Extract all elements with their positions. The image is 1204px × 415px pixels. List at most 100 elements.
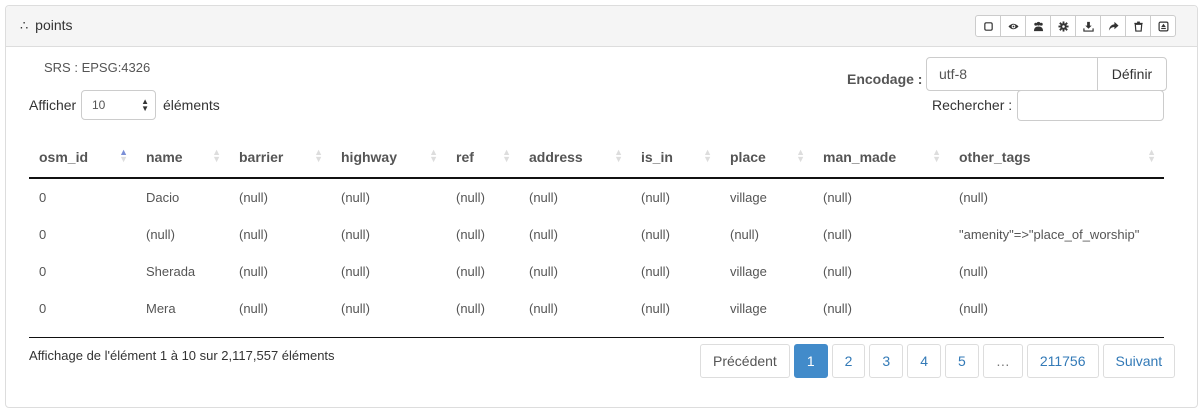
sort-arrows-icon: ▲▼ xyxy=(932,147,941,164)
panel-toolbar xyxy=(975,15,1176,37)
sort-arrows-icon: ▲▼ xyxy=(502,147,511,164)
column-header-is-in[interactable]: is_in ▲▼ xyxy=(631,136,720,179)
column-header-name[interactable]: name▲▼ xyxy=(136,136,229,179)
column-header-label: is_in xyxy=(641,148,673,165)
column-header-highway[interactable]: highway ▲▼ xyxy=(331,136,446,179)
table-cell-ref: (null) xyxy=(446,327,519,337)
table-cell-name: Sherada xyxy=(146,264,196,279)
users-button[interactable] xyxy=(1025,15,1051,37)
data-table-scroll[interactable]: osm_id▲▼name▲▼barrier▲▼highway▲▼ref▲▼add… xyxy=(29,136,1164,337)
panel-header: ∴ points xyxy=(6,6,1197,47)
encoding-input[interactable]: utf-8 xyxy=(926,57,1102,91)
previous-page-button[interactable]: Précédent xyxy=(700,344,790,378)
page-button-1[interactable]: 1 xyxy=(793,344,828,378)
share-icon xyxy=(1108,21,1119,31)
table-cell-ref: (null) xyxy=(456,301,485,316)
column-header-label: address xyxy=(529,148,583,165)
set-encoding-button[interactable]: Définir xyxy=(1097,57,1167,91)
table-cell-barrier: (null) xyxy=(239,190,268,205)
table-cell-name: (null) xyxy=(146,227,175,242)
table-cell-address: (null) xyxy=(519,327,631,337)
page-button-5[interactable]: 5 xyxy=(945,344,979,378)
table-cell-barrier: (null) xyxy=(239,264,268,279)
column-header-place[interactable]: place▲▼ xyxy=(720,136,813,179)
toggle-square-button[interactable] xyxy=(975,15,1001,37)
table-header-row: osm_id▲▼name▲▼barrier▲▼highway▲▼ref▲▼add… xyxy=(29,136,1164,179)
sort-arrows-icon: ▲▼ xyxy=(614,147,623,164)
delete-button[interactable] xyxy=(1125,15,1151,37)
table-cell-address: (null) xyxy=(529,301,558,316)
points-panel: ∴ points xyxy=(5,5,1198,408)
download-button[interactable] xyxy=(1075,15,1101,37)
table-cell-osm-id: 0 xyxy=(29,327,136,337)
table-cell-ref: (null) xyxy=(456,264,485,279)
table-cell-address: (null) xyxy=(529,264,558,279)
column-header-label: name xyxy=(146,148,183,165)
column-header-man-made[interactable]: man_made ▲▼ xyxy=(813,136,949,179)
visibility-button[interactable] xyxy=(1000,15,1026,37)
export-button[interactable] xyxy=(1150,15,1176,37)
scatter-dots-icon: ∴ xyxy=(20,18,28,33)
table-cell-other-tags: (null) xyxy=(959,190,988,205)
table-cell-osm-id: 0 xyxy=(39,227,47,242)
table-cell-place: village xyxy=(730,190,767,205)
table-cell-is-in: (null) xyxy=(641,301,670,316)
table-cell-ref: (null) xyxy=(456,227,485,242)
page-button-3[interactable]: 3 xyxy=(869,344,904,378)
column-header-osm-id[interactable]: osm_id ▲▼ xyxy=(29,136,136,179)
table-cell-osm-id: 0 xyxy=(39,190,47,205)
column-header-label: highway xyxy=(341,148,398,165)
column-header-label: place xyxy=(730,148,766,165)
table-cell-highway: (null) xyxy=(341,264,370,279)
square-icon xyxy=(983,21,993,31)
page-button-last[interactable]: 211756 xyxy=(1026,344,1099,378)
table-cell-osm-id: 0 xyxy=(39,264,47,279)
column-header-barrier[interactable]: barrier▲▼ xyxy=(229,136,331,179)
table-bottom-border xyxy=(29,337,1164,338)
table-cell-name: (null) xyxy=(136,327,229,337)
share-button[interactable] xyxy=(1100,15,1126,37)
table-cell-ref: (null) xyxy=(456,190,485,205)
gear-icon xyxy=(1057,20,1069,32)
table-cell-barrier: (null) xyxy=(239,301,268,316)
srs-label: SRS : EPSG:4326 xyxy=(44,60,151,75)
page-button-4[interactable]: 4 xyxy=(907,344,942,378)
encoding-label: Encodage : xyxy=(847,71,923,87)
table-row[interactable]: 0(null)(null)(null)(null)(null)(null)(nu… xyxy=(29,216,1164,253)
eye-icon xyxy=(1007,23,1019,29)
table-cell-other-tags: "amenity"=>"place_of_worship" xyxy=(949,327,1164,337)
column-header-label: barrier xyxy=(239,148,284,165)
table-cell-is-in: (null) xyxy=(631,327,720,337)
table-cell-is-in: (null) xyxy=(641,264,670,279)
table-cell-is-in: (null) xyxy=(641,190,670,205)
download-icon xyxy=(1082,21,1094,32)
page-length-value: 10 xyxy=(92,98,106,112)
table-cell-man-made: (null) xyxy=(823,301,852,316)
column-header-label: man_made xyxy=(823,148,897,165)
select-arrows-icon: ▲▼ xyxy=(141,97,149,113)
column-header-ref[interactable]: ref▲▼ xyxy=(446,136,519,179)
table-cell-osm-id: 0 xyxy=(39,301,47,316)
column-header-address[interactable]: address ▲▼ xyxy=(519,136,631,179)
column-header-label: osm_id xyxy=(39,148,89,165)
table-cell-other-tags: "amenity"=>"place_of_worship" xyxy=(959,227,1140,242)
sort-arrows-icon: ▲▼ xyxy=(703,147,712,164)
table-cell-is-in: (null) xyxy=(641,227,670,242)
table-cell-highway: (null) xyxy=(341,301,370,316)
sort-arrows-icon: ▲▼ xyxy=(429,147,438,164)
table-row[interactable]: 0(null)(null)(null)(null)(null)(null)(nu… xyxy=(29,327,1164,337)
next-page-button[interactable]: Suivant xyxy=(1102,344,1176,378)
page-length-select[interactable]: 10 ▲▼ xyxy=(81,90,156,120)
column-header-other-tags[interactable]: other_tags▲▼ xyxy=(949,136,1164,179)
table-cell-name: Mera xyxy=(146,301,176,316)
table-cell-barrier: (null) xyxy=(239,227,268,242)
table-cell-man-made: (null) xyxy=(813,327,949,337)
search-input[interactable] xyxy=(1017,90,1164,121)
page-button-2[interactable]: 2 xyxy=(831,344,866,378)
settings-button[interactable] xyxy=(1050,15,1076,37)
search-label: Rechercher : xyxy=(932,97,1013,113)
sort-arrows-icon: ▲▼ xyxy=(119,147,128,164)
